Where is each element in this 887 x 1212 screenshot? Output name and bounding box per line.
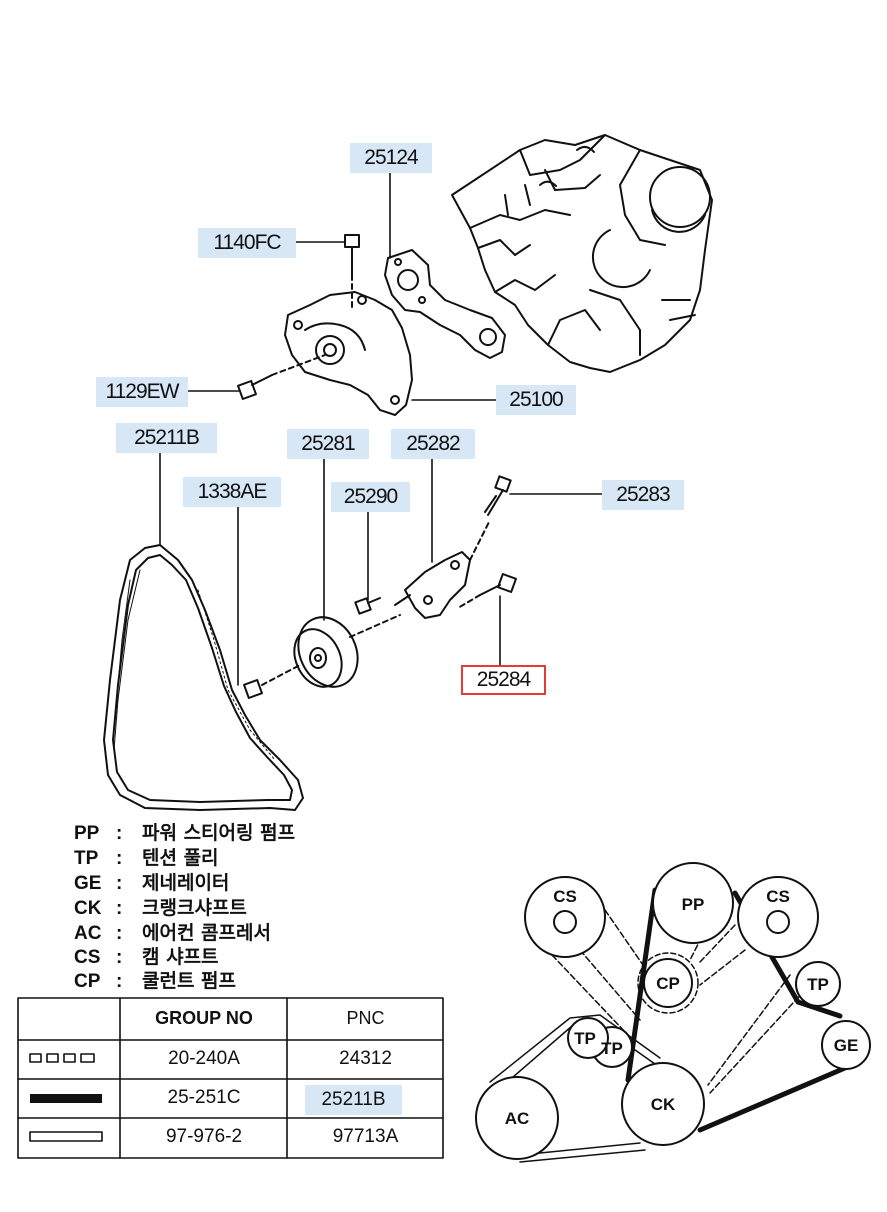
callout-25284[interactable]: 25284 [461, 665, 546, 695]
pulley-label-cs-right: CS [766, 887, 790, 906]
pulley-pp [652, 862, 734, 944]
legend-item: CK:크랭크샤프트 [74, 897, 247, 919]
table-grid [17, 997, 444, 1159]
pulley-label-ge: GE [834, 1036, 859, 1055]
legend-desc: 캠 샤프트 [142, 946, 219, 968]
legend-desc: 제네레이터 [142, 872, 230, 894]
water-pump-illustration [284, 291, 413, 416]
legend-item: CP:쿨런트 펌프 [74, 970, 237, 992]
callout-1129ew[interactable]: 1129EW [96, 377, 188, 407]
callout-25283[interactable]: 25283 [602, 480, 684, 510]
pulley-label-tp-left-b: TP [601, 1039, 623, 1058]
pulley-tp-right [795, 961, 841, 1007]
bolt-1140fc-illustration [344, 234, 360, 311]
legend-desc: 에어컨 콤프레서 [142, 922, 271, 944]
table-cell-group-no: 20-240A [168, 1048, 240, 1069]
pulley-cp [643, 958, 693, 1008]
tension-pulley-illustration [293, 614, 401, 688]
legend-code: AC [74, 923, 102, 944]
callout-25124[interactable]: 25124 [350, 143, 432, 173]
table-cell-group-no: 97-976-2 [165, 1126, 243, 1147]
legend-code: CP [74, 971, 101, 992]
bolt-1338ae-illustration [243, 664, 301, 699]
engine-block-illustration [451, 134, 713, 373]
callout-25211b[interactable]: 25211B [116, 423, 217, 453]
pulley-tp-left-a [567, 1017, 609, 1059]
bolt-25290-illustration [354, 597, 381, 615]
legend-item: CS:캠 샤프트 [74, 946, 219, 968]
pulley-label-cp: CP [656, 974, 680, 993]
callout-1338ae[interactable]: 1338AE [183, 477, 281, 507]
pulley-ge [821, 1020, 871, 1070]
legend-code: GE [74, 873, 102, 894]
legend-code: PP [74, 823, 100, 844]
pulley-ac [475, 1076, 559, 1160]
legend-desc: 파워 스티어링 펌프 [142, 822, 296, 844]
legend-item: TP:텐션 풀리 [74, 847, 219, 869]
pulley-label-ck: CK [651, 1095, 676, 1114]
callout-25290[interactable]: 25290 [331, 482, 410, 512]
pulley-label-tp-left-a: TP [574, 1029, 596, 1048]
legend-code: TP [74, 848, 99, 869]
table-cell-pnc: 97713A [332, 1126, 399, 1147]
pulley-label-tp-right: TP [807, 975, 829, 994]
bracket-illustration [394, 519, 491, 619]
legend-desc: 텐션 풀리 [142, 847, 219, 869]
bolt-25284-illustration [457, 573, 517, 609]
table-header-pnc: PNC [346, 1008, 385, 1028]
pulley-circles [475, 862, 871, 1160]
leader-lines [159, 171, 603, 686]
bolt-25283-illustration [484, 475, 512, 516]
legend-item: PP:파워 스티어링 펌프 [74, 822, 296, 844]
pulley-ck [621, 1062, 705, 1146]
callout-1140fc[interactable]: 1140FC [198, 228, 296, 258]
legend-desc: 크랭크샤프트 [142, 897, 247, 919]
pulley-label-cs-left: CS [553, 887, 577, 906]
table-cell-pnc-link[interactable]: 25211B [305, 1085, 402, 1115]
pulley-label-pp: PP [682, 895, 705, 914]
table-header-group-no: GROUP NO [155, 1008, 253, 1028]
legend-item: GE:제네레이터 [74, 872, 230, 894]
line-style-chain-sample [29, 1053, 95, 1063]
callout-25100[interactable]: 25100 [496, 385, 576, 415]
line-style-outline-sample [29, 1131, 103, 1142]
table-cell-pnc: 24312 [339, 1048, 392, 1069]
callout-25281[interactable]: 25281 [287, 429, 369, 459]
pulley-label-ac: AC [505, 1109, 530, 1128]
callout-25282[interactable]: 25282 [391, 429, 475, 459]
legend-item: AC:에어컨 콤프레서 [74, 922, 271, 944]
table-cell-group-no: 25-251C [167, 1087, 241, 1108]
bolt-1129ew-illustration [237, 354, 326, 400]
v-belt-illustration [103, 544, 304, 811]
gasket-illustration [384, 249, 506, 359]
legend-desc: 쿨런트 펌프 [142, 970, 237, 992]
line-style-bold-sample [30, 1094, 102, 1103]
legend-code: CS [74, 947, 101, 968]
legend-code: CK [74, 898, 102, 919]
